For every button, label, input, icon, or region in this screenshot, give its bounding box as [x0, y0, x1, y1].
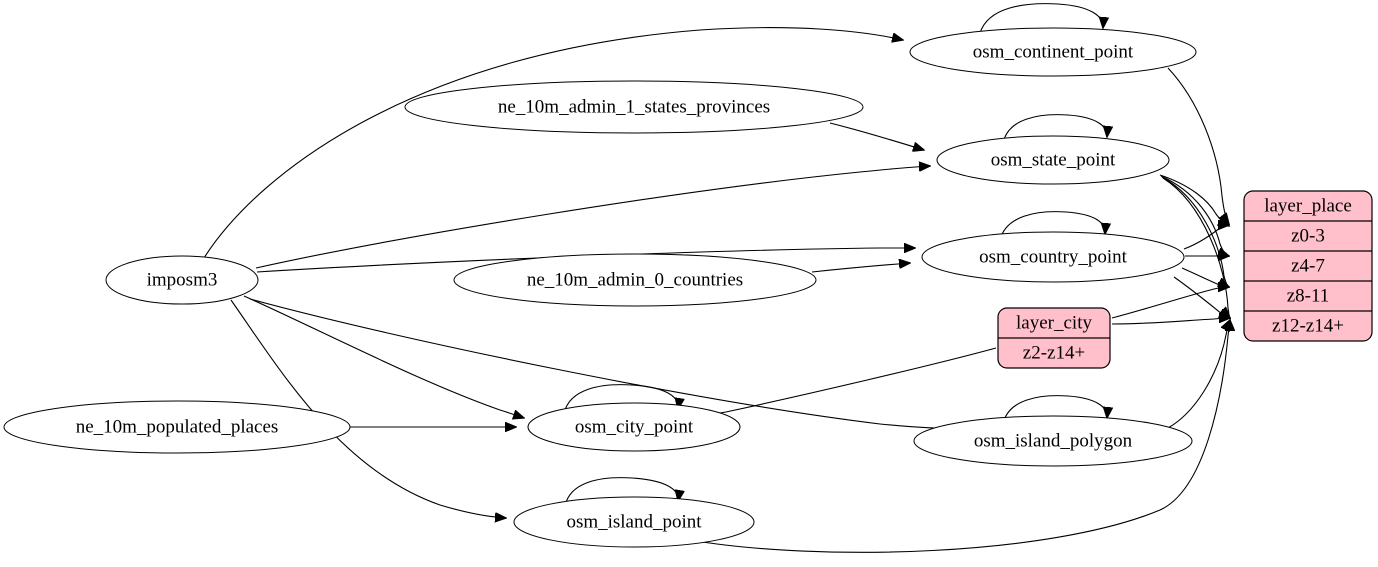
edge-imposm3-to-osm-country-point: [256, 248, 915, 273]
record-layer-place-row-z8-11: z8-11: [1287, 285, 1330, 306]
record-layer-city[interactable]: layer_city z2-z14+: [997, 307, 1111, 369]
edge-imposm3-to-osm-island-point: [230, 299, 506, 518]
node-osm-island-polygon[interactable]: osm_island_polygon: [913, 415, 1193, 467]
record-layer-place-row-title: layer_place: [1264, 195, 1352, 216]
edge-osm-island-polygon-to-layer-place-z12: [1167, 320, 1230, 429]
node-ne-10m-admin-1-states-provinces[interactable]: ne_10m_admin_1_states_provinces: [404, 80, 864, 134]
edge-osm-island-point-to-layer-place-z12: [689, 320, 1230, 553]
record-layer-city-row-title: layer_city: [1016, 312, 1092, 333]
edge-osm-island-point-self-loop: [564, 477, 678, 507]
edge-imposm3-to-osm-city-point: [243, 295, 524, 418]
edge-imposm3-to-osm-continent-point: [203, 27, 903, 259]
node-imposm3[interactable]: imposm3: [105, 255, 259, 305]
node-osm-island-point[interactable]: osm_island_point: [513, 496, 755, 548]
edge-osm-state-point-self-loop: [1002, 114, 1107, 144]
edge-imposm3-to-osm-state-point: [255, 166, 930, 269]
edge-osm-continent-point-to-layer-place-z0-3: [1167, 67, 1229, 224]
node-osm-country-point-label: osm_country_point: [979, 246, 1127, 267]
edge-osm-continent-point-self-loop: [979, 3, 1103, 34]
node-osm-continent-point-label: osm_continent_point: [973, 41, 1134, 62]
edge-layer: [203, 3, 1230, 553]
node-imposm3-label: imposm3: [147, 269, 218, 290]
node-osm-city-point-label: osm_city_point: [575, 416, 694, 437]
edge-osm-city-point-self-loop: [563, 384, 678, 414]
node-osm-state-point[interactable]: osm_state_point: [936, 135, 1170, 185]
node-osm-island-point-label: osm_island_point: [566, 511, 702, 532]
record-layer-place-row-z12-z14: z12-z14+: [1272, 315, 1344, 336]
node-ne-10m-populated-places[interactable]: ne_10m_populated_places: [3, 400, 351, 454]
node-osm-country-point[interactable]: osm_country_point: [921, 231, 1185, 283]
edge-imposm3-to-osm-island-polygon: [249, 298, 986, 430]
edge-osm-island-polygon-self-loop: [1002, 395, 1107, 425]
edge-layer-city-to-layer-place-z8-11: [1111, 287, 1229, 319]
record-layer: layer_place z0-3 z4-7 z8-11 z12-z14+ lay…: [997, 190, 1373, 369]
record-layer-place-row-z0-3: z0-3: [1291, 225, 1325, 246]
node-ne-populated-label: ne_10m_populated_places: [76, 416, 279, 437]
edge-osm-state-point-to-layer-place-z8-11: [1161, 176, 1229, 287]
edge-layer-city-to-layer-place-z12: [1111, 318, 1230, 325]
node-osm-state-point-label: osm_state_point: [991, 149, 1116, 170]
node-ne-countries-label: ne_10m_admin_0_countries: [527, 269, 743, 290]
node-osm-city-point[interactable]: osm_city_point: [527, 402, 741, 452]
node-layer: imposm3 ne_10m_admin_1_states_provinces …: [3, 27, 1197, 548]
node-osm-island-polygon-label: osm_island_polygon: [974, 430, 1133, 451]
edge-ne-states-to-osm-state-point: [829, 122, 924, 150]
edge-osm-country-point-self-loop: [999, 211, 1105, 241]
node-ne-10m-admin-0-countries[interactable]: ne_10m_admin_0_countries: [453, 253, 817, 307]
node-osm-continent-point[interactable]: osm_continent_point: [909, 27, 1197, 77]
node-ne-states-label: ne_10m_admin_1_states_provinces: [498, 96, 770, 117]
edge-layer-city-to-osm-city-point: [700, 347, 997, 416]
edge-ne-countries-to-osm-country-point: [811, 263, 910, 273]
record-layer-place[interactable]: layer_place z0-3 z4-7 z8-11 z12-z14+: [1243, 190, 1373, 342]
edge-osm-country-point-to-layer-place-z0-3: [1183, 225, 1229, 250]
record-layer-city-row-z2-z14: z2-z14+: [1023, 342, 1085, 363]
record-layer-place-row-z4-7: z4-7: [1291, 255, 1325, 276]
